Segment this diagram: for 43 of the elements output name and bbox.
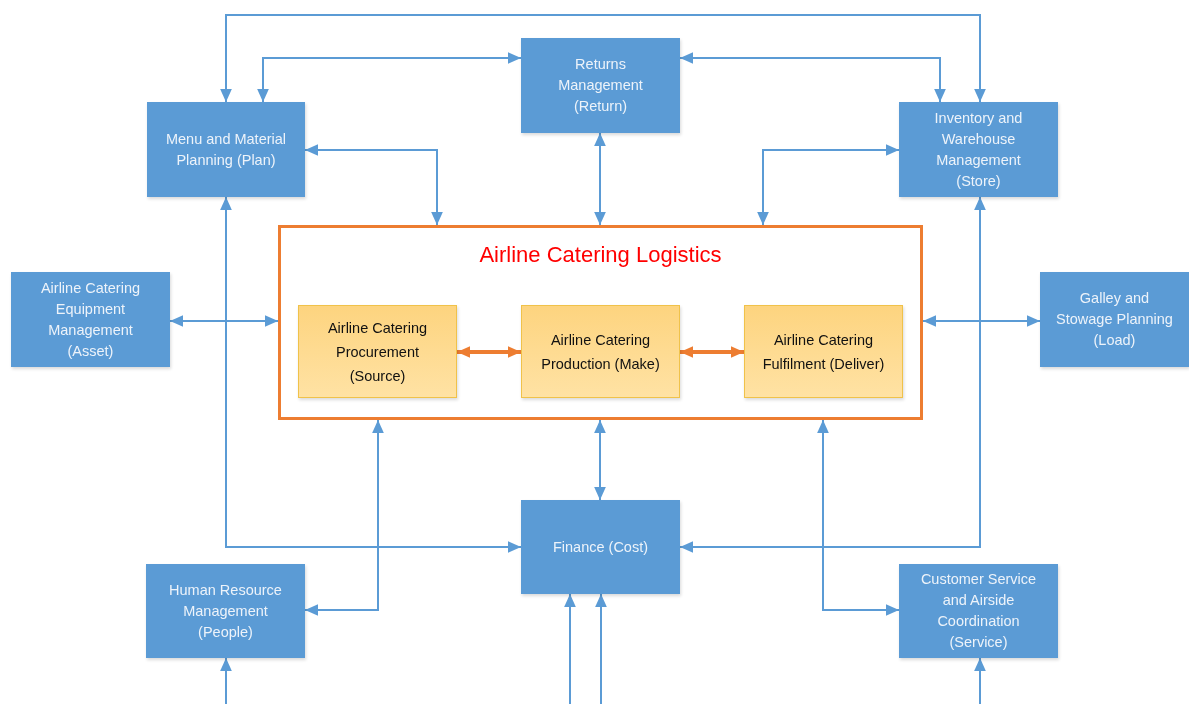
connector-arrow (594, 132, 606, 226)
connector-arrow (220, 14, 986, 103)
process-box (899, 102, 1058, 197)
process-box (298, 305, 457, 398)
box-label: Human Resource Management (People) (168, 580, 283, 642)
process-box (147, 102, 305, 197)
group-frame (278, 225, 923, 420)
connector-arrow (220, 657, 232, 704)
connector-arrow (594, 419, 606, 501)
box-label: Airline Catering Procurement (Source) (326, 318, 429, 386)
group-title: Airline Catering Logistics (478, 242, 723, 268)
process-box (1040, 272, 1189, 367)
box-label: Airline Catering Production (Make) (540, 330, 661, 374)
connector-arrow (680, 346, 744, 358)
connector-arrow (304, 419, 384, 616)
connector-arrow (757, 144, 900, 226)
box-label: Inventory and Warehouse Management (Store) (933, 108, 1024, 191)
connector-arrow (817, 419, 900, 616)
connector-arrow (257, 52, 522, 103)
box-label: Airline Catering Fulfilment (Deliver) (761, 330, 886, 374)
process-box (11, 272, 170, 367)
connector-arrow (457, 346, 521, 358)
box-label: Menu and Material Planning (Plan) (164, 129, 288, 170)
connector-arrow (679, 196, 986, 553)
box-label: Airline Catering Equipment Management (Asset) (39, 278, 142, 361)
process-box (744, 305, 903, 398)
box-label: Customer Service and Airside Coordination (Service) (919, 570, 1038, 652)
process-box (899, 564, 1058, 658)
connector-arrow (922, 315, 1041, 327)
connector-arrow (564, 593, 576, 704)
connector-arrow (304, 144, 443, 226)
process-box (521, 38, 680, 133)
connector-arrow (220, 196, 522, 553)
connector-arrow (595, 593, 607, 704)
box-label: Returns Management (Return) (557, 55, 644, 116)
box-label: Finance (Cost) (552, 537, 649, 557)
connector-arrow (169, 315, 279, 327)
connector-arrow (679, 52, 946, 103)
process-box (146, 564, 305, 658)
box-label: Galley and Stowage Planning (Load) (1056, 289, 1173, 350)
connector-arrow (974, 657, 986, 704)
process-box (521, 500, 680, 594)
process-box (521, 305, 680, 398)
